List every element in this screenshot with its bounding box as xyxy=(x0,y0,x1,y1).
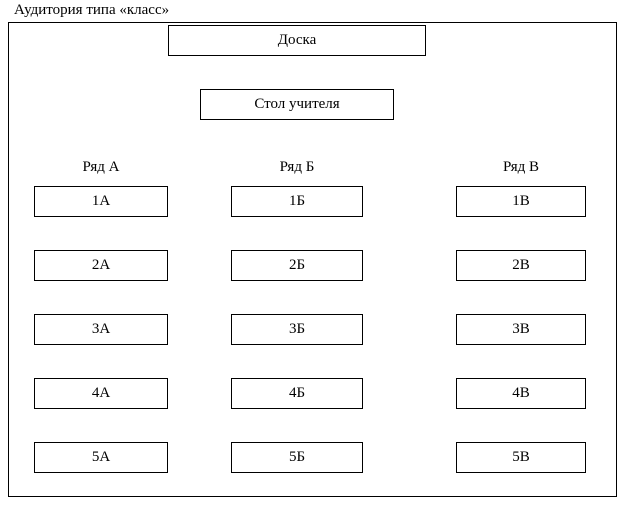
seat-box[interactable]: 1А xyxy=(34,186,168,217)
seat-label: 1Б xyxy=(288,193,306,209)
board-label: Доска xyxy=(277,32,317,48)
seat-label: 5Б xyxy=(288,449,306,465)
classroom-frame: Доска Стол учителя Ряд А Ряд Б Ряд В 1А … xyxy=(8,22,617,497)
seat-box[interactable]: 5А xyxy=(34,442,168,473)
seat-box[interactable]: 5Б xyxy=(231,442,363,473)
seat-label: 1В xyxy=(512,193,530,209)
teacher-desk-box[interactable]: Стол учителя xyxy=(200,89,394,120)
seat-label: 4В xyxy=(512,385,530,401)
seat-label: 1А xyxy=(91,193,111,209)
seat-label: 2А xyxy=(91,257,111,273)
seat-label: 5В xyxy=(512,449,530,465)
board-box[interactable]: Доска xyxy=(168,25,426,56)
seat-box[interactable]: 2А xyxy=(34,250,168,281)
seat-box[interactable]: 4В xyxy=(456,378,586,409)
seat-box[interactable]: 1В xyxy=(456,186,586,217)
seat-label: 3А xyxy=(91,321,111,337)
row-header-a: Ряд А xyxy=(82,159,120,175)
seat-box[interactable]: 3Б xyxy=(231,314,363,345)
seat-box[interactable]: 3В xyxy=(456,314,586,345)
seat-column-b: 1Б 2Б 3Б 4Б 5Б xyxy=(231,186,363,473)
seat-label: 3Б xyxy=(288,321,306,337)
seat-column-v: 1В 2В 3В 4В 5В xyxy=(456,186,586,473)
seat-column-a: 1А 2А 3А 4А 5А xyxy=(34,186,168,473)
seat-box[interactable]: 1Б xyxy=(231,186,363,217)
seat-box[interactable]: 2В xyxy=(456,250,586,281)
teacher-desk-label: Стол учителя xyxy=(254,96,340,112)
row-header-b: Ряд Б xyxy=(279,159,315,175)
room-caption: Аудитория типа «класс» xyxy=(14,2,170,18)
seat-label: 4А xyxy=(91,385,111,401)
seat-box[interactable]: 3А xyxy=(34,314,168,345)
seat-box[interactable]: 4А xyxy=(34,378,168,409)
seat-box[interactable]: 2Б xyxy=(231,250,363,281)
seat-label: 2В xyxy=(512,257,530,273)
seat-label: 4Б xyxy=(288,385,306,401)
row-header-v: Ряд В xyxy=(502,159,540,175)
seat-box[interactable]: 5В xyxy=(456,442,586,473)
seat-label: 3В xyxy=(512,321,530,337)
seat-label: 2Б xyxy=(288,257,306,273)
seat-box[interactable]: 4Б xyxy=(231,378,363,409)
seat-label: 5А xyxy=(91,449,111,465)
